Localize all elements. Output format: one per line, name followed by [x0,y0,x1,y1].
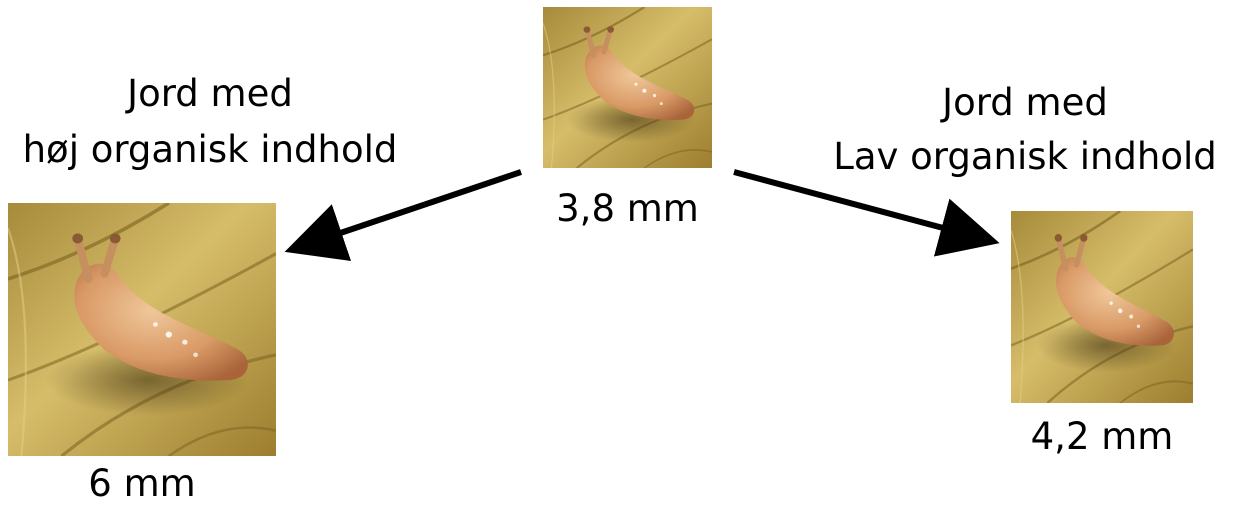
start-size-label: 3,8 mm [543,183,712,235]
slug-photo-icon [1011,211,1193,403]
arrow-to-high-organic [296,172,521,248]
low-organic-size-label: 4,2 mm [1011,411,1193,463]
slug-photo-low-organic [1011,211,1193,403]
high-organic-title-line1: Jord med [0,68,420,120]
low-organic-title-line2: Lav organisk indhold [815,131,1235,183]
slug-photo-high-organic [8,203,276,456]
high-organic-title-line2: høj organisk indhold [0,124,420,176]
slug-photo-icon [543,7,712,168]
high-organic-size-label: 6 mm [8,458,276,510]
slug-photo-start [543,7,712,168]
slug-photo-icon [8,203,276,456]
low-organic-title-line1: Jord med [815,77,1235,129]
